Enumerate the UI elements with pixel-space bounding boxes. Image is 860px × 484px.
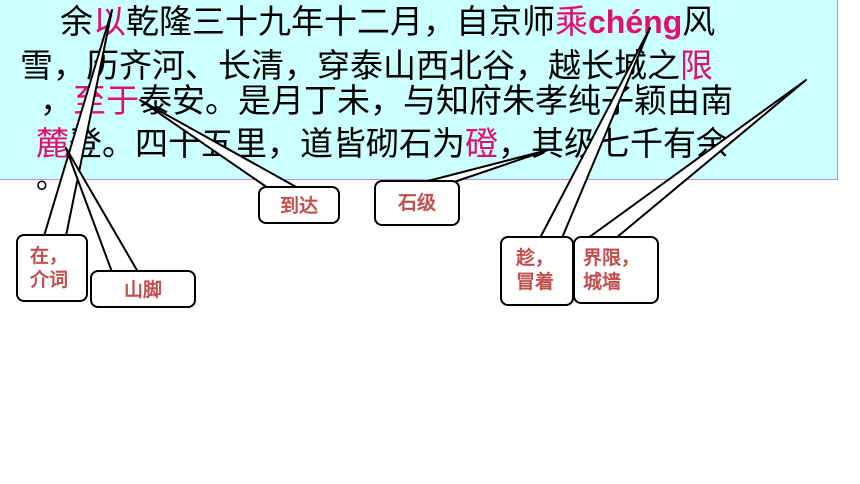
passage-line-3: ，至于泰安。是月丁未，与知府朱孝纯子颖由南 (40, 79, 860, 123)
passage-line-2: 雪，历齐河、长清，穿泰山西北谷，越长城之限 (20, 44, 858, 88)
leader-zai (43, 9, 113, 237)
highlight-cheng: 乘 (555, 2, 588, 41)
callout-text: 介词 (30, 269, 69, 291)
text: ，其级七千有余 (498, 124, 729, 163)
callout-jiexian: 界限， 城墙 (573, 236, 659, 304)
leader-shiji (423, 149, 549, 183)
callout-text: 冒着 (516, 271, 555, 293)
callout-zai: 在， 介词 (16, 234, 88, 302)
text: 乾隆三十九年十二月，自京师 (126, 2, 555, 41)
text: 登。四十五里，道皆砌石为 (69, 124, 465, 163)
pinyin-cheng: chéng (588, 4, 683, 40)
callout-shiji: 石级 (374, 180, 460, 226)
highlight-xian: 限 (680, 46, 713, 85)
callout-text: 在， (30, 245, 69, 267)
text: 雪，历齐河、长清，穿泰山西北谷，越长城之 (20, 46, 680, 85)
text: 余 (60, 2, 93, 41)
highlight-deng: 磴 (465, 124, 498, 163)
callout-text: 到达 (279, 195, 318, 217)
callout-chen: 趁， 冒着 (500, 236, 574, 306)
passage-line-1: 余以乾隆三十九年十二月，自京师乘chéng风 (60, 0, 860, 44)
text: 泰安。是月丁未，与知府朱孝纯子颖由南 (139, 81, 733, 120)
callout-text: 界限， (583, 247, 641, 269)
callout-shanjiao: 山脚 (90, 270, 196, 308)
callout-text: 城墙 (583, 271, 622, 293)
text: ， (40, 81, 73, 120)
callout-text: 山脚 (123, 279, 162, 301)
passage-box: 余以乾隆三十九年十二月，自京师乘chéng风 雪，历齐河、长清，穿泰山西北谷，越… (0, 0, 838, 194)
text: 风 (682, 2, 716, 41)
leader-daoda (139, 99, 299, 189)
callout-text: 石级 (397, 192, 436, 214)
leader-jiexian (587, 79, 807, 239)
callout-daoda: 到达 (258, 186, 340, 224)
passage-line-4: 麓登。四十五里，道皆砌石为磴，其级七千有余 (36, 122, 860, 166)
highlight-lu: 麓 (36, 124, 69, 163)
callout-text: 趁， (516, 247, 555, 269)
